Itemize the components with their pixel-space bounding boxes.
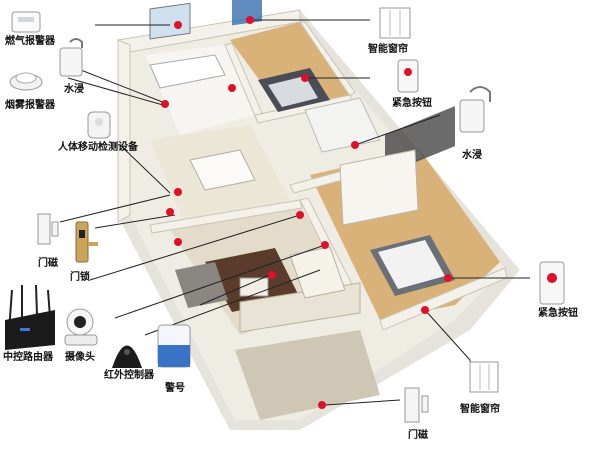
kitchen-window <box>149 2 191 40</box>
label-siren: 警号 <box>165 383 185 394</box>
leader-lines <box>59 19 530 406</box>
balcony-railing <box>239 282 361 333</box>
label-door-sensor-bottom: 门磁 <box>408 430 428 441</box>
label-emergency-button-right: 紧急按钮 <box>538 308 578 319</box>
label-door-sensor-left: 门磁 <box>38 258 58 269</box>
marker-door-lock <box>174 238 182 246</box>
marker-gas-alarm <box>174 21 182 29</box>
label-router: 中控路由器 <box>3 352 53 363</box>
balcony <box>235 330 380 420</box>
marker-camera <box>321 241 329 249</box>
device-markers <box>161 16 452 409</box>
door-sensor-icon <box>37 213 59 245</box>
label-motion-sensor: 人体移动检测设备 <box>58 142 138 153</box>
marker-curtain-top <box>246 16 254 24</box>
sofa <box>175 262 228 308</box>
marker-emergency-top <box>301 74 309 82</box>
motion-sensor-icon <box>87 111 111 139</box>
water-leak-sensor-right-icon <box>459 86 491 133</box>
door-sensor-bottom-icon <box>404 387 429 423</box>
label-water-leak-left: 水浸 <box>64 84 84 95</box>
smart-curtain-bottom-icon <box>469 361 499 393</box>
gas-alarm-icon <box>11 11 41 33</box>
siren-icon <box>157 324 191 368</box>
label-camera: 摄像头 <box>65 352 95 363</box>
smoke-alarm-icon <box>9 72 43 91</box>
marker-door-sensor <box>166 208 174 216</box>
door-lock-icon <box>75 221 98 263</box>
label-water-leak-right: 水浸 <box>462 150 482 161</box>
marker-router <box>296 211 304 219</box>
label-smart-curtain-top: 智能窗帘 <box>368 44 408 55</box>
emergency-button-right-icon <box>539 261 565 305</box>
ir-controller-icon <box>112 345 142 368</box>
router-icon <box>5 284 55 350</box>
bedroom-curtain <box>232 0 262 26</box>
smart-curtain-icon <box>379 7 411 39</box>
water-leak-sensor-icon <box>59 38 83 77</box>
marker-ir <box>268 271 276 279</box>
label-ir-controller: 红外控制器 <box>104 370 154 381</box>
marker-water-leak-kitchen <box>228 84 236 92</box>
marker-smoke <box>161 100 169 108</box>
bathroom <box>304 97 381 153</box>
marker-curtain-master <box>421 306 429 314</box>
marker-door-balcony <box>318 401 326 409</box>
camera-icon <box>64 308 98 346</box>
marker-motion <box>174 188 182 196</box>
label-gas-alarm: 燃气报警器 <box>5 36 55 47</box>
label-smart-curtain-bottom: 智能窗帘 <box>460 404 500 415</box>
marker-emergency-master <box>444 274 452 282</box>
marker-water-leak-bath <box>351 141 359 149</box>
emergency-button-icon <box>397 59 419 93</box>
label-smoke-alarm: 烟雾报警器 <box>5 100 55 111</box>
label-door-lock: 门锁 <box>70 272 90 283</box>
label-emergency-button-top: 紧急按钮 <box>392 98 432 109</box>
apartment-floorplan <box>116 0 520 430</box>
